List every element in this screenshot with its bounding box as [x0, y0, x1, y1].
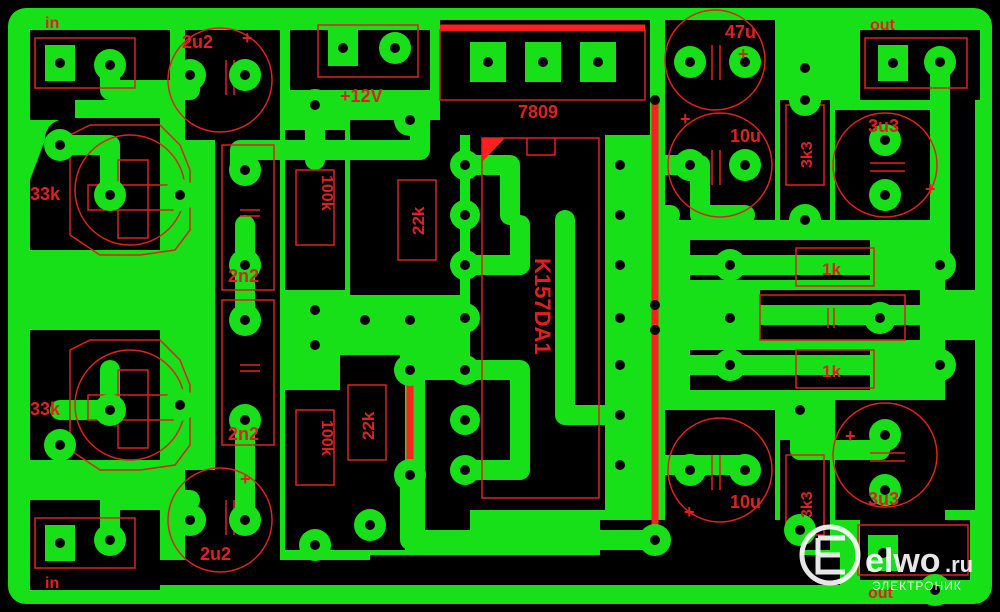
label-cap-2n2-top: 2n2	[228, 266, 259, 286]
plus-mark: +	[240, 469, 251, 489]
label-regulator-7809: 7809	[518, 102, 558, 122]
copper-traces	[50, 50, 985, 550]
label-cap-3u3-top: 3u3	[868, 116, 899, 136]
plus-mark: +	[680, 109, 691, 129]
label-res-100k-top: 100k	[318, 175, 335, 211]
label-cap-2u2-top: 2u2	[182, 32, 213, 52]
label-in-bottom: in	[45, 575, 59, 592]
watermark-brand: elwo	[865, 542, 941, 580]
label-pot-33k-top: 33k	[30, 184, 61, 204]
plus-mark: +	[845, 426, 856, 446]
label-res-22k-top: 22k	[409, 206, 428, 235]
label-res-1k-top: 1k	[822, 260, 841, 279]
label-in-top: in	[45, 15, 59, 32]
label-out-bottom: out	[868, 585, 894, 602]
silkscreen-labels: in in out out 2u2 2u2 47u 10u 10u 3u3 3u…	[30, 15, 936, 602]
jumpers	[406, 24, 659, 540]
silkscreen-outlines	[34, 9, 969, 576]
watermark-tagline: ЭЛЕКТРОНИК	[872, 579, 962, 593]
watermark-logo: elwo .ru ЭЛЕКТРОНИК	[799, 524, 973, 593]
plus-mark: +	[684, 502, 695, 522]
plus-mark: +	[242, 28, 253, 48]
label-res-22k-bottom: 22k	[359, 411, 378, 440]
label-cap-10u-top: 10u	[730, 126, 761, 146]
watermark-suffix: .ru	[945, 552, 973, 577]
label-pot-33k-bottom: 33k	[30, 399, 61, 419]
label-cap-10u-bottom: 10u	[730, 492, 761, 512]
label-cap-2u2-bottom: 2u2	[200, 544, 231, 564]
label-res-3k3-bottom: 3k3	[799, 491, 816, 518]
pads	[44, 30, 956, 606]
label-cap-3u3-bottom: 3u3	[868, 489, 899, 509]
plus-mark: +	[738, 44, 749, 64]
label-out-top: out	[870, 17, 896, 34]
label-res-3k3-top: 3k3	[799, 141, 816, 168]
label-power-12v: +12V	[340, 86, 383, 106]
label-cap-2n2-bottom: 2n2	[228, 424, 259, 444]
ic-pin1-marker	[482, 138, 505, 162]
label-ic-k157da1: K157DA1	[530, 258, 555, 355]
label-res-100k-bottom: 100k	[318, 420, 335, 456]
label-cap-47u: 47u	[725, 22, 756, 42]
label-res-1k-bottom: 1k	[822, 362, 841, 381]
plus-mark: +	[925, 179, 936, 199]
